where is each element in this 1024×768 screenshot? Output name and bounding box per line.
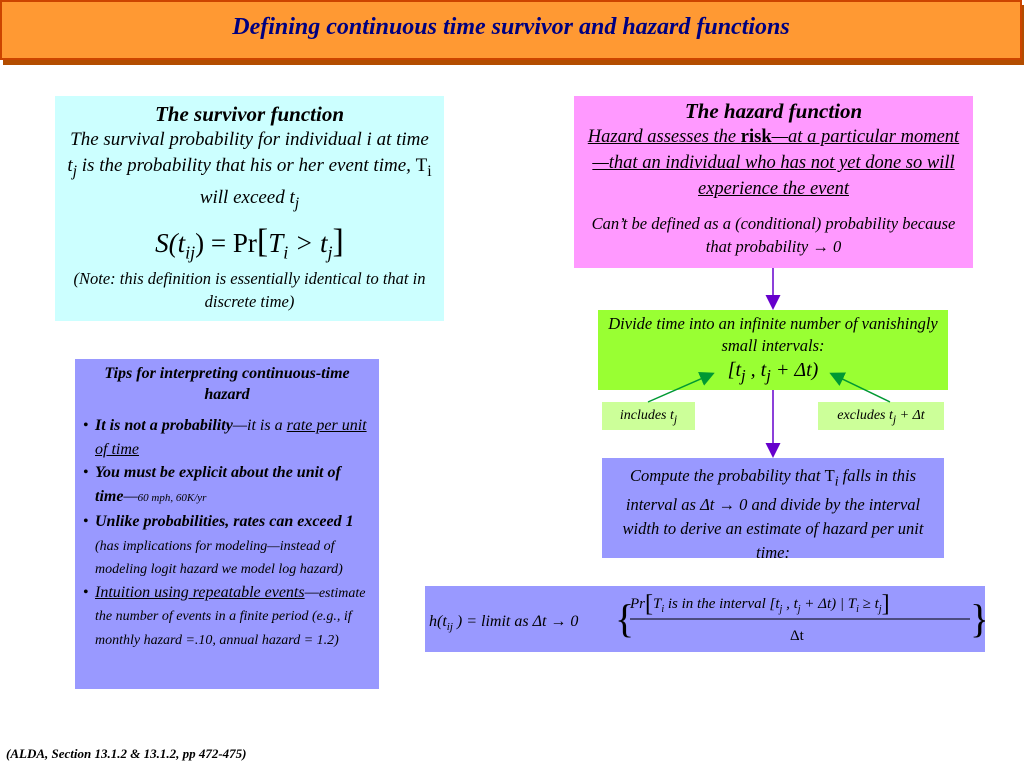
survivor-heading: The survivor function: [154, 102, 345, 126]
tip-item: It is not a probability—it is a rate per…: [83, 414, 371, 461]
formula-numerator: Pr[Ti is in the interval [tj , tj + Δt) …: [629, 591, 890, 617]
includes-label: includes tj: [602, 402, 695, 430]
compute-probability-box: Compute the probability that Ti falls in…: [602, 458, 944, 562]
survivor-definition: The survival probability for individual …: [67, 129, 432, 212]
tips-list: It is not a probability—it is a rate per…: [83, 414, 371, 651]
tips-box: Tips for interpreting continuous-time ha…: [75, 359, 379, 689]
interval-expression: [tj , tj + Δt): [727, 359, 819, 385]
brace-open: {: [615, 596, 634, 641]
tip-item: Unlike probabilities, rates can exceed 1…: [83, 510, 371, 581]
brace-close: }: [970, 596, 985, 641]
formula-denominator: Δt: [790, 628, 805, 644]
hazard-definition: Hazard assesses the risk—at a particular…: [587, 127, 960, 199]
excludes-label: excludes tj + Δt: [818, 402, 944, 430]
tips-heading: Tips for interpreting continuous-time ha…: [104, 365, 350, 403]
tip-item: Intuition using repeatable events—estima…: [83, 581, 371, 652]
tip-item: You must be explicit about the unit of t…: [83, 461, 371, 510]
hazard-note: Can’t be defined as a (conditional) prob…: [591, 214, 956, 256]
hazard-function-box: The hazard function Hazard assesses the …: [574, 96, 973, 268]
hazard-heading: The hazard function: [684, 99, 863, 123]
hazard-formula: h(tij ) = limit as Δt → 0 { Pr[Ti is in …: [429, 591, 985, 644]
citation-footer: (ALDA, Section 13.1.2 & 13.1.2, pp 472-4…: [6, 746, 247, 761]
divide-text: Divide time into an infinite number of v…: [608, 314, 938, 355]
formula-lhs: h(tij ) = limit as Δt → 0: [429, 613, 578, 633]
survivor-equation: S(tij) = Pr[Ti > tj]: [155, 222, 344, 262]
slide-title: Defining continuous time survivor and ha…: [232, 14, 790, 40]
survivor-note: (Note: this definition is essentially id…: [73, 268, 426, 311]
title-bar: [0, 0, 1022, 60]
survivor-function-box: The survivor function The survival proba…: [55, 96, 444, 321]
hazard-formula-box: h(tij ) = limit as Δt → 0 { Pr[Ti is in …: [425, 586, 985, 652]
divide-time-box: Divide time into an infinite number of v…: [598, 310, 948, 390]
